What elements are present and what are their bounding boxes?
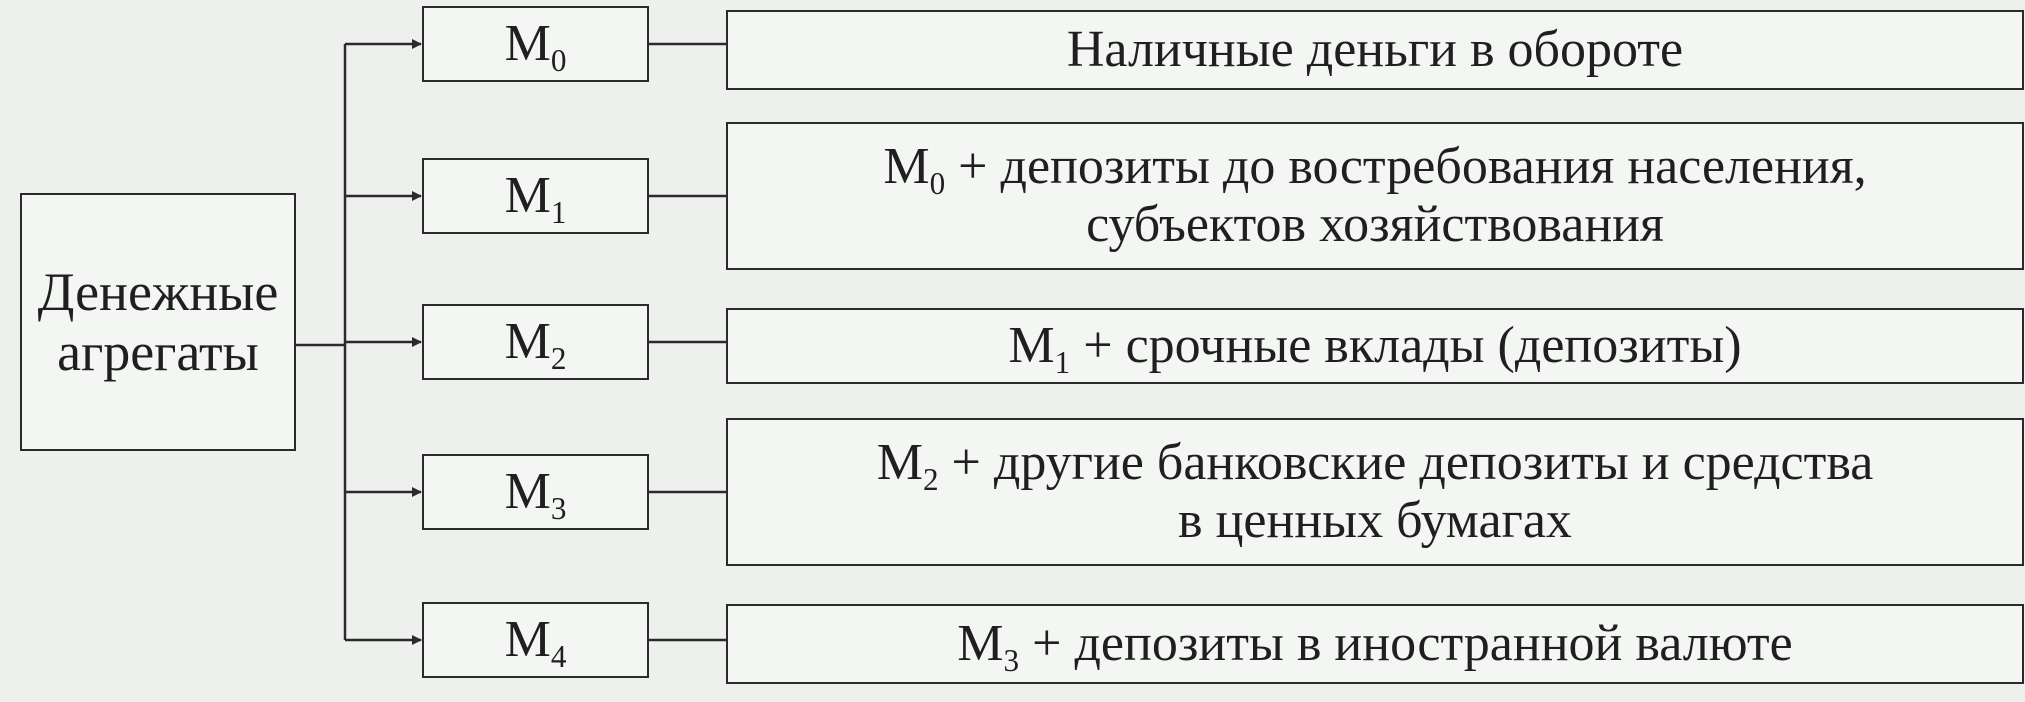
description-line: в ценных бумагах <box>1178 492 1572 550</box>
description-box-m4: M3 + депозиты в иностранной валюте <box>726 604 2024 684</box>
description-text: Наличные деньги в обороте <box>1066 20 1684 78</box>
aggregate-box-m2: M2 <box>422 304 649 380</box>
root-label-line2: агрегаты <box>57 322 259 382</box>
description-box-m2: M1 + срочные вклады (депозиты) <box>726 308 2024 384</box>
description-prefix: M <box>957 614 1004 672</box>
aggregate-symbol: M <box>504 610 551 668</box>
description-text: субъектов хозяйствования <box>1086 196 1664 253</box>
description-line: M1 + срочные вклады (депозиты) <box>1008 316 1742 378</box>
description-box-m3: M2 + другие банковские депозиты и средст… <box>726 418 2024 566</box>
aggregate-symbol: M <box>504 166 551 224</box>
aggregate-index: 1 <box>550 194 567 230</box>
aggregate-box-m1: M1 <box>422 158 649 234</box>
aggregate-index: 2 <box>550 340 567 376</box>
description-text: + депозиты до востребования населения, <box>945 137 1867 195</box>
root-label-line1: Денежные <box>37 261 279 322</box>
description-box-m1: M0 + депозиты до востребования населения… <box>726 122 2024 270</box>
description-prefix-index: 0 <box>929 165 946 201</box>
aggregate-index: 3 <box>550 490 567 526</box>
description-prefix: M <box>883 137 930 195</box>
description-prefix-index: 2 <box>922 461 939 497</box>
aggregate-index: 4 <box>550 638 567 674</box>
aggregate-symbol: M <box>504 312 551 370</box>
description-line: M2 + другие банковские депозиты и средст… <box>876 433 1874 495</box>
description-prefix-index: 1 <box>1054 344 1071 380</box>
root-box: Денежные агрегаты <box>20 193 296 451</box>
aggregate-box-m4: M4 <box>422 602 649 678</box>
description-line: M3 + депозиты в иностранной валюте <box>957 614 1793 676</box>
aggregate-index: 0 <box>550 42 567 78</box>
description-text: + депозиты в иностранной валюте <box>1019 614 1793 672</box>
aggregate-symbol: M <box>504 462 551 520</box>
description-prefix-index: 3 <box>1003 642 1020 678</box>
description-line: Наличные деньги в обороте <box>1067 21 1683 79</box>
description-text: + другие банковские депозиты и средства <box>938 433 1874 491</box>
description-line: M0 + депозиты до востребования населения… <box>883 137 1867 199</box>
description-box-m0: Наличные деньги в обороте <box>726 10 2024 90</box>
aggregate-box-m3: M3 <box>422 454 649 530</box>
description-line: субъектов хозяйствования <box>1086 196 1664 254</box>
aggregate-box-m0: M0 <box>422 6 649 82</box>
description-text: + срочные вклады (депозиты) <box>1070 316 1742 374</box>
description-text: в ценных бумагах <box>1178 492 1572 549</box>
description-prefix: M <box>876 433 923 491</box>
aggregate-symbol: M <box>504 14 551 72</box>
description-prefix: M <box>1008 316 1055 374</box>
